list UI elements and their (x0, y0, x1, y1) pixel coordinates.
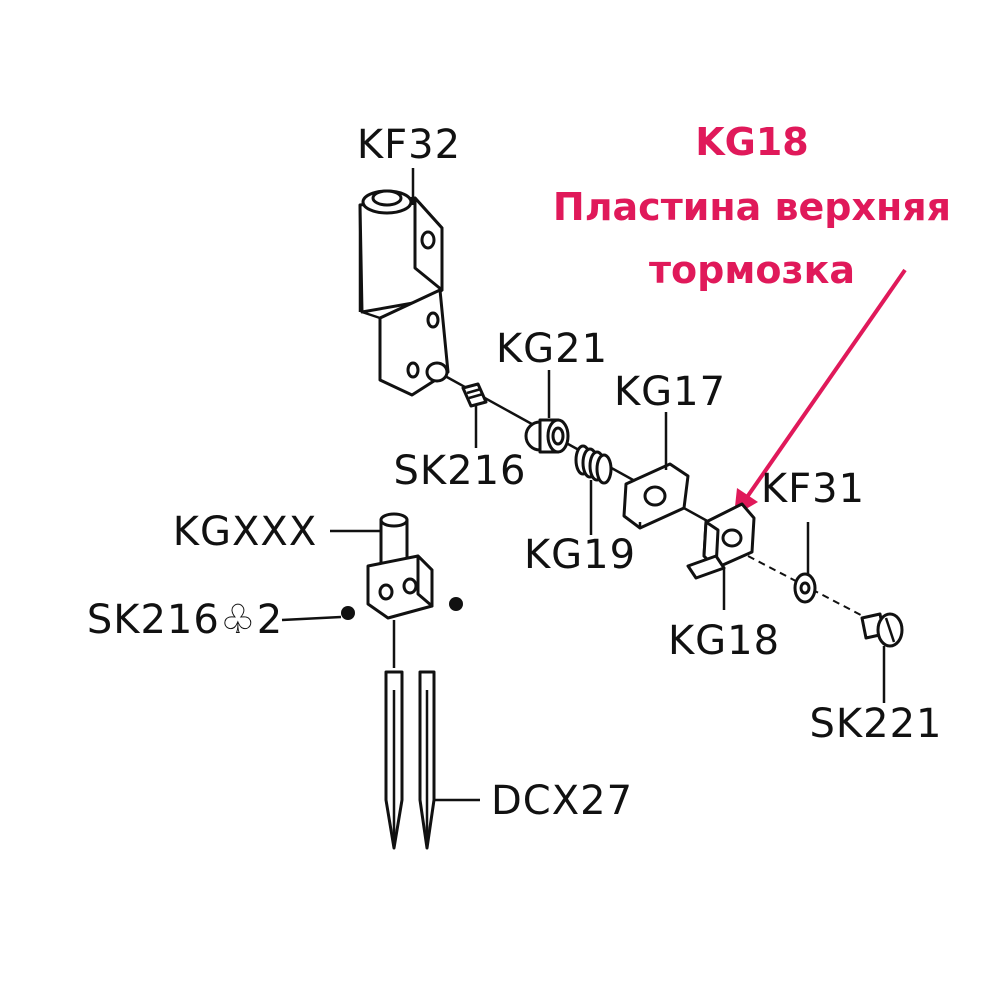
label-kf32: KF32 (357, 122, 461, 168)
kg21-bushing (524, 418, 570, 454)
sk216x2-screws (341, 597, 463, 620)
dcx27-needles (384, 620, 436, 850)
sk216x2-leader (281, 615, 342, 622)
kg18-plate (686, 502, 756, 580)
label-sk221: SK221 (810, 701, 943, 747)
sk216-screw (461, 382, 488, 408)
label-kf31: KF31 (761, 466, 865, 512)
label-sk216: SK216 (394, 448, 527, 494)
label-kgxxx: KGXXX (173, 509, 317, 555)
label-kg19: KG19 (524, 532, 636, 578)
kg19-spring (574, 444, 613, 485)
highlight-code: KG18 (695, 120, 809, 164)
label-dcx27: DCX27 (491, 778, 633, 824)
sk221-screw (860, 612, 904, 648)
label-kg21: KG21 (496, 326, 608, 372)
label-sk216x2: SK216♧2 (87, 597, 283, 643)
kf32-part (358, 189, 450, 397)
highlight-line1: Пластина верхняя (553, 185, 951, 229)
label-kg17: KG17 (614, 369, 726, 415)
label-kg18: KG18 (668, 618, 780, 664)
kgxxx-needle-clamp (366, 512, 434, 620)
highlight-line2: тормозка (649, 248, 855, 292)
kg17-plate (622, 462, 690, 530)
kf31-washer (793, 572, 817, 604)
